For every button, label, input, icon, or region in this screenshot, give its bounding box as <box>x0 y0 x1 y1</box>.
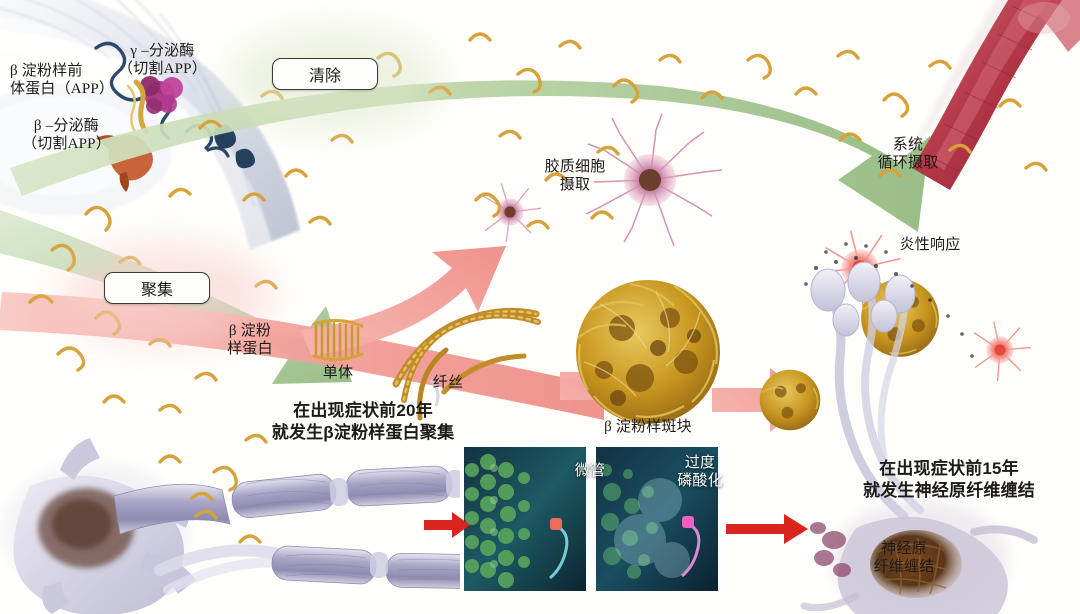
amyloid-monomer <box>312 318 364 362</box>
inset-red-arrows <box>424 512 808 544</box>
inset-panel-microtubule <box>465 454 569 588</box>
amyloid-plaque-main <box>576 280 720 424</box>
amyloid-plaques <box>576 279 939 431</box>
blood-vessel <box>898 0 1080 190</box>
neuron-soma <box>4 438 196 614</box>
glial-cell-inflamed <box>973 321 1032 382</box>
glial-cell <box>585 113 723 247</box>
tangle-neuron <box>800 500 1038 614</box>
glial-cell <box>482 183 542 242</box>
chip-aggregation-label: 聚集 <box>140 282 173 299</box>
synapse-cluster <box>804 242 974 521</box>
chip-clearance[interactable]: 清除 <box>272 58 378 90</box>
microscopy-inset <box>424 443 808 595</box>
chip-aggregation[interactable]: 聚集 <box>104 272 210 304</box>
amyloid-peptides <box>28 32 1048 544</box>
amyloid-fibrils <box>392 307 541 421</box>
amyloid-plaque-tertiary <box>759 369 821 431</box>
inset-panel-hyperphosphorylation <box>600 464 701 579</box>
gamma-secretase-blob <box>140 76 183 114</box>
chip-clearance-label: 清除 <box>308 68 341 85</box>
